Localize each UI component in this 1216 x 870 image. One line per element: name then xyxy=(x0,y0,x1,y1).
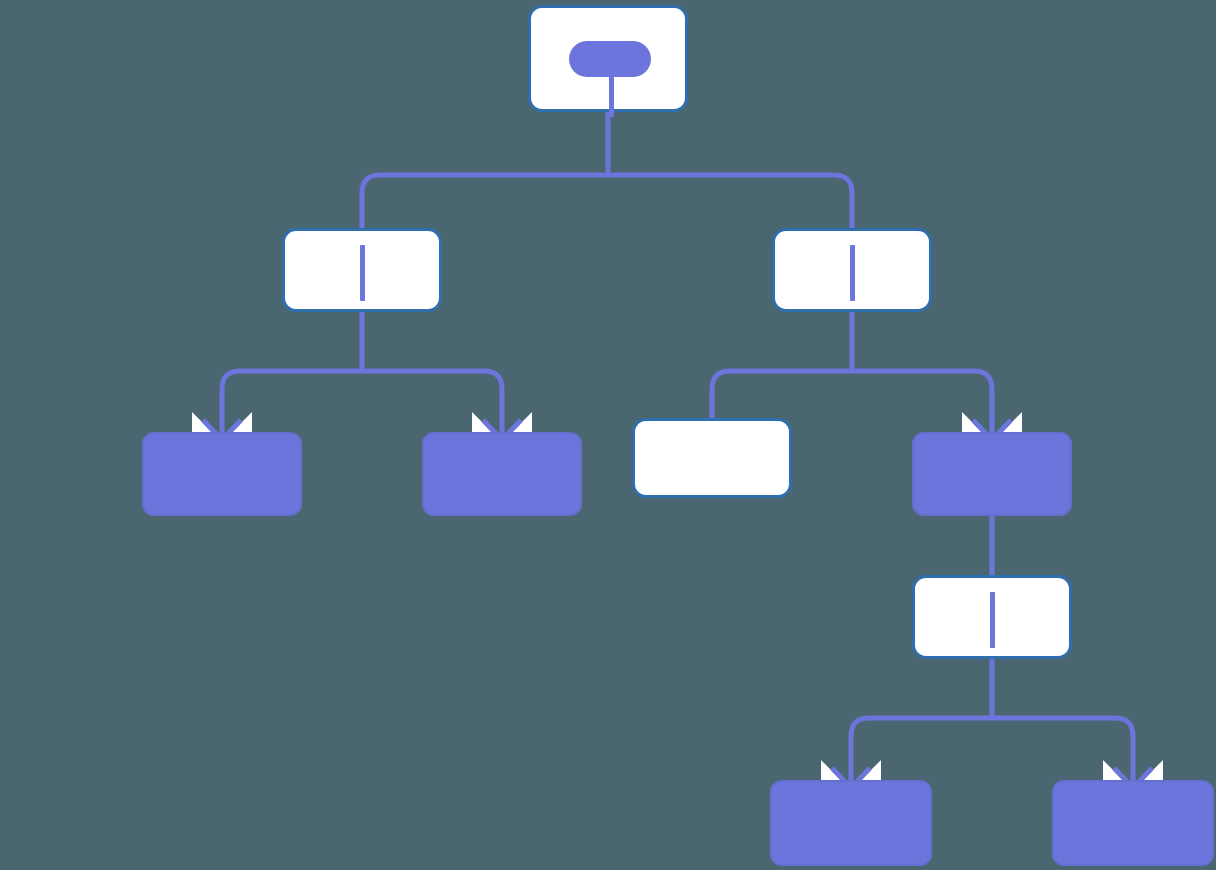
node-root[interactable] xyxy=(528,5,688,117)
root-pill-icon xyxy=(569,41,651,77)
node-l2a-inner-line xyxy=(359,245,365,301)
root-stem-line xyxy=(608,77,614,117)
edge-l2a-to-l3b xyxy=(362,368,505,432)
node-l3d[interactable] xyxy=(912,432,1072,516)
node-l3b[interactable] xyxy=(422,432,582,516)
node-l2b-inner-line xyxy=(849,245,855,301)
node-l4a[interactable] xyxy=(912,575,1072,659)
edge-root-to-l2b xyxy=(608,172,855,228)
node-l2b[interactable] xyxy=(772,228,932,312)
edge-l2a-to-l3a xyxy=(219,368,362,432)
node-l2a[interactable] xyxy=(282,228,442,312)
node-l3a[interactable] xyxy=(142,432,302,516)
edge-l2b-to-l3c xyxy=(709,368,852,418)
node-l5a[interactable] xyxy=(770,780,932,866)
edge-l2b-to-l3d xyxy=(852,368,995,432)
node-l4a-inner-line xyxy=(989,592,995,648)
node-l3c[interactable] xyxy=(632,418,792,498)
edge-l4a-to-l5b xyxy=(992,715,1136,780)
edge-root-to-l2a xyxy=(359,172,608,228)
node-l5b[interactable] xyxy=(1052,780,1214,866)
edge-l4a-to-l5a xyxy=(848,715,992,780)
